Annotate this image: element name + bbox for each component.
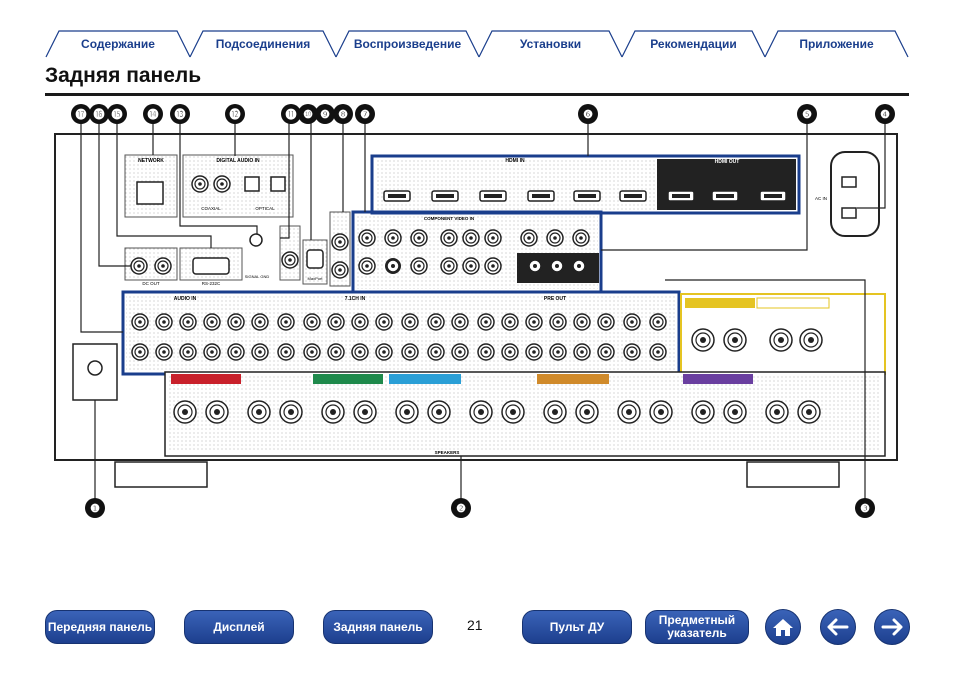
maxport-label: MaxPort [308,276,324,281]
callout-6: ❻ [578,104,598,124]
callout-5: ❺ [797,104,817,124]
index-button[interactable]: Предметный указатель [645,610,749,644]
tab-tips[interactable]: Рекомендации [621,30,766,58]
callout-9: ❾ [315,104,335,124]
callout-4: ❹ [875,104,895,124]
back-button[interactable] [820,609,856,645]
callout-14: ⓮ [143,104,163,124]
coaxial-label: COAXIAL [201,206,221,211]
tab-label: Рекомендации [650,37,737,51]
tab-playback[interactable]: Воспроизведение [335,30,480,58]
forward-button[interactable] [874,609,910,645]
tab-bar: Содержание Подсоединения Воспроизведение… [45,30,909,58]
callout-15: ⓯ [107,104,127,124]
arrow-right-icon [881,618,903,636]
rear-panel-illustration: NETWORK DIGITAL AUDIO IN COAXIAL OPTICAL… [45,100,909,520]
digital-audio-label: DIGITAL AUDIO IN [216,158,260,164]
callout-11: ⓫ [281,104,301,124]
tab-appendix[interactable]: Приложение [764,30,909,58]
tab-label: Подсоединения [215,37,311,51]
callout-16: ⓰ [89,104,109,124]
callout-2: ❷ [451,498,471,518]
optical-label: OPTICAL [255,206,275,211]
tab-label: Установки [519,37,582,51]
tab-settings[interactable]: Установки [478,30,623,58]
tab-label: Воспроизведение [353,37,462,51]
speakers-label: SPEAKERS [435,450,460,455]
callout-10: ❿ [298,104,318,124]
page-number: 21 [467,617,483,633]
page-title: Задняя панель [45,64,202,87]
front-panel-button[interactable]: Передняя панель [45,610,155,644]
rs232-label: RS-232C [202,281,221,286]
rear-panel-button[interactable]: Задняя панель [323,610,433,644]
ac-in-label: AC IN [815,196,827,201]
remote-button[interactable]: Пульт ДУ [522,610,632,644]
callout-1: ❶ [85,498,105,518]
callout-3: ❸ [855,498,875,518]
callout-8: ❽ [333,104,353,124]
preout-label: PRE OUT [544,296,566,302]
display-button[interactable]: Дисплей [184,610,294,644]
callout-12: ⓬ [225,104,245,124]
home-icon [773,619,793,636]
dc-out-label: DC OUT [142,281,159,286]
ch71-label: 7.1CH IN [345,296,366,302]
callout-7: ❼ [355,104,375,124]
callout-17: ⓱ [71,104,91,124]
signal-gnd-label: SIGNAL GND [245,274,270,279]
network-label: NETWORK [138,158,164,164]
tab-label: Содержание [81,37,155,51]
hdmi-in-label: HDMI IN [505,158,525,164]
arrow-left-icon [827,618,849,636]
tab-label: Приложение [799,37,874,51]
tab-connections[interactable]: Подсоединения [189,30,337,58]
hdmi-out-label: HDMI OUT [715,159,740,165]
component-in-label: COMPONENT VIDEO IN [424,216,474,221]
home-button[interactable] [765,609,801,645]
callout-13: ⓭ [170,104,190,124]
tab-contents[interactable]: Содержание [45,30,191,58]
title-divider [45,93,909,96]
audio-in-label: AUDIO IN [174,296,197,302]
